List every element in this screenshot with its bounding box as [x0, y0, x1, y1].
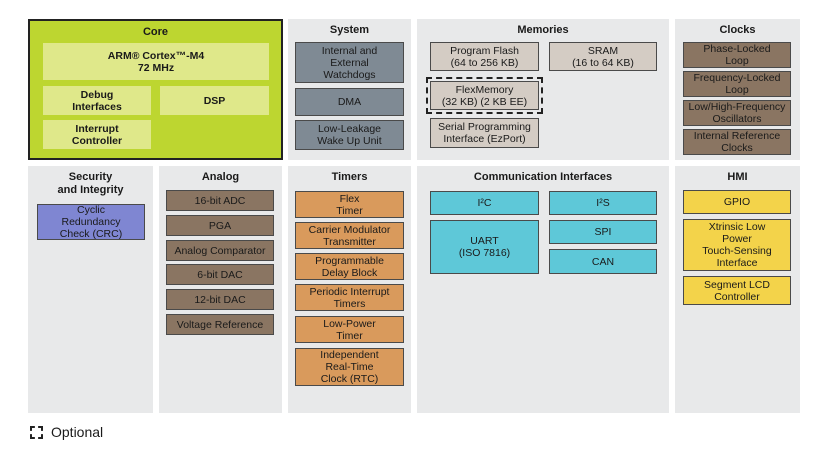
analog-panel: Analog 16-bit ADC PGA Analog Comparator … — [159, 166, 282, 413]
security-title: Security and Integrity — [57, 171, 124, 196]
core-title: Core — [142, 26, 169, 38]
cpu-block: ARM® Cortex™-M4 72 MHz — [43, 43, 269, 80]
system-title: System — [329, 24, 370, 36]
dashed-box-icon — [30, 425, 43, 439]
crc-block: Cyclic Redundancy Check (CRC) — [37, 204, 145, 240]
sram-block: SRAM (16 to 64 KB) — [549, 42, 657, 71]
lptmr-block: Low-Power Timer — [295, 316, 404, 343]
analog-comparator-block: Analog Comparator — [166, 240, 274, 261]
program-flash-block: Program Flash (64 to 256 KB) — [430, 42, 539, 71]
wakeup-unit-block: Low-Leakage Wake Up Unit — [295, 120, 404, 150]
memories-panel: Memories Program Flash (64 to 256 KB) SR… — [417, 19, 669, 160]
clocks-panel: Clocks Phase-Locked Loop Frequency-Locke… — [675, 19, 800, 160]
pll-block: Phase-Locked Loop — [683, 42, 791, 68]
gpio-block: GPIO — [683, 190, 791, 214]
system-panel: System Internal and External Watchdogs D… — [288, 19, 411, 160]
uart-block: UART (ISO 7816) — [430, 220, 539, 274]
ezport-block: Serial Programming Interface (EzPort) — [430, 118, 539, 148]
flexmemory-block: FlexMemory (32 KB) (2 KB EE) — [426, 77, 543, 114]
segment-lcd-block: Segment LCD Controller — [683, 276, 791, 305]
adc-block: 16-bit ADC — [166, 190, 274, 211]
can-block: CAN — [549, 249, 657, 274]
watchdogs-block: Internal and External Watchdogs — [295, 42, 404, 83]
interrupt-controller-block: Interrupt Controller — [43, 120, 151, 149]
i2s-block: I²S — [549, 191, 657, 215]
i2c-block: I²C — [430, 191, 539, 215]
comm-panel: Communication Interfaces I²C I²S UART (I… — [417, 166, 669, 413]
dac6-block: 6-bit DAC — [166, 264, 274, 285]
hmi-title: HMI — [727, 171, 748, 183]
comm-title: Communication Interfaces — [473, 171, 613, 183]
flex-timer-block: Flex Timer — [295, 191, 404, 218]
legend: Optional — [30, 424, 103, 440]
cmt-block: Carrier Modulator Transmitter — [295, 222, 404, 249]
core-panel: Core ARM® Cortex™-M4 72 MHz Debug Interf… — [28, 19, 283, 160]
voltage-reference-block: Voltage Reference — [166, 314, 274, 335]
oscillators-block: Low/High-Frequency Oscillators — [683, 100, 791, 126]
tsi-block: Xtrinsic Low Power Touch-Sensing Interfa… — [683, 219, 791, 271]
spi-block: SPI — [549, 220, 657, 244]
clocks-title: Clocks — [719, 24, 756, 36]
timers-title: Timers — [331, 171, 368, 183]
dsp-block: DSP — [160, 86, 269, 115]
pit-block: Periodic Interrupt Timers — [295, 284, 404, 311]
dac12-block: 12-bit DAC — [166, 289, 274, 310]
memories-title: Memories — [517, 24, 569, 36]
analog-title: Analog — [201, 171, 240, 183]
debug-interfaces-block: Debug Interfaces — [43, 86, 151, 115]
pdb-block: Programmable Delay Block — [295, 253, 404, 280]
timers-panel: Timers Flex Timer Carrier Modulator Tran… — [288, 166, 411, 413]
legend-label: Optional — [51, 424, 104, 440]
dma-block: DMA — [295, 88, 404, 116]
fll-block: Frequency-Locked Loop — [683, 71, 791, 97]
hmi-panel: HMI GPIO Xtrinsic Low Power Touch-Sensin… — [675, 166, 800, 413]
security-panel: Security and Integrity Cyclic Redundancy… — [28, 166, 153, 413]
pga-block: PGA — [166, 215, 274, 236]
reference-clocks-block: Internal Reference Clocks — [683, 129, 791, 155]
rtc-block: Independent Real-Time Clock (RTC) — [295, 348, 404, 386]
